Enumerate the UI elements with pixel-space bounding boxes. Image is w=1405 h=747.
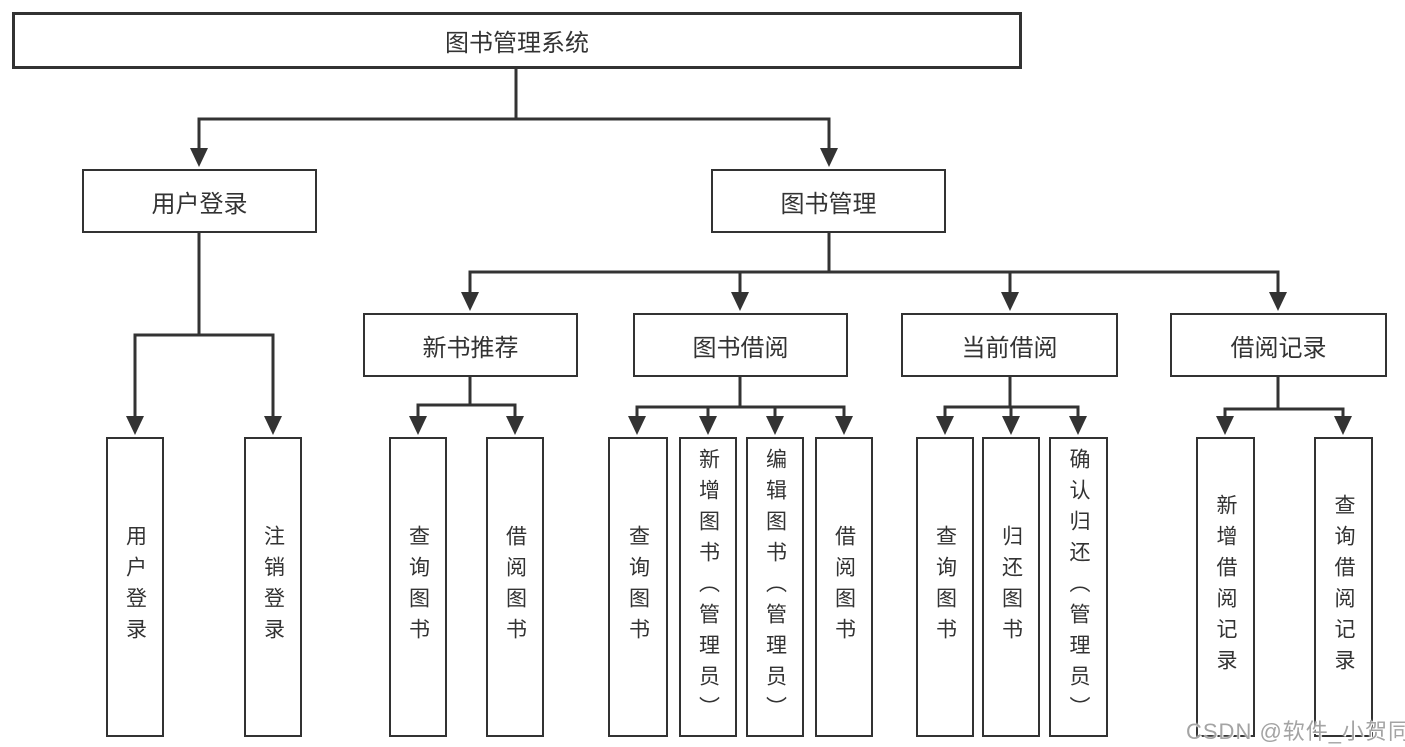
leaf-confirm-return-admin: 确认归还（管理员） <box>1049 437 1108 737</box>
leaf-user-login: 用户登录 <box>106 437 164 737</box>
arrowhead-icon <box>1069 416 1087 435</box>
leaf-logout: 注销登录 <box>244 437 302 737</box>
arrowhead-icon <box>766 416 784 435</box>
arrowhead-icon <box>936 416 954 435</box>
arrowhead-icon <box>409 416 427 435</box>
node-library-management-system: 图书管理系统 <box>12 12 1022 69</box>
arrowhead-icon <box>628 416 646 435</box>
node-book-borrowing: 图书借阅 <box>633 313 848 377</box>
node-user-login: 用户登录 <box>82 169 317 233</box>
arrowhead-icon <box>1002 416 1020 435</box>
leaf-add-borrow-record: 新增借阅记录 <box>1196 437 1255 737</box>
connector-borrow-records-to-leaves <box>1223 375 1345 420</box>
arrowhead-icon <box>1269 292 1287 311</box>
node-book-management: 图书管理 <box>711 169 946 233</box>
arrowhead-icon <box>506 416 524 435</box>
arrowhead-icon <box>820 148 838 167</box>
leaf-return-books: 归还图书 <box>982 437 1040 737</box>
leaf-query-books-current: 查询图书 <box>916 437 974 737</box>
connector-book-borrow-to-leaves <box>635 375 846 420</box>
connector-current-borrow-to-leaves <box>943 375 1080 420</box>
node-borrowing-records: 借阅记录 <box>1170 313 1387 377</box>
leaf-edit-books-admin: 编辑图书（管理员） <box>746 437 804 737</box>
arrowhead-icon <box>126 416 144 435</box>
connector-new-book-to-leaves <box>416 375 517 420</box>
arrowhead-icon <box>835 416 853 435</box>
node-new-book-recommendation: 新书推荐 <box>363 313 578 377</box>
leaf-add-books-admin: 新增图书（管理员） <box>679 437 737 737</box>
arrowhead-icon <box>264 416 282 435</box>
arrowhead-icon <box>699 416 717 435</box>
arrowhead-icon <box>731 292 749 311</box>
arrowhead-icon <box>461 292 479 311</box>
leaf-borrow-books-recommend: 借阅图书 <box>486 437 544 737</box>
node-current-borrowing: 当前借阅 <box>901 313 1118 377</box>
arrowhead-icon <box>190 148 208 167</box>
leaf-query-books-recommend: 查询图书 <box>389 437 447 737</box>
leaf-query-books-borrow: 查询图书 <box>608 437 668 737</box>
leaf-query-borrow-record: 查询借阅记录 <box>1314 437 1373 737</box>
leaf-borrow-books: 借阅图书 <box>815 437 873 737</box>
arrowheads <box>126 148 1352 435</box>
arrowhead-icon <box>1334 416 1352 435</box>
connector-book-mgmt-to-level2 <box>468 231 1280 296</box>
csdn-watermark: CSDN @软件_小贺同学 <box>1186 719 1405 744</box>
connector-user-login-to-leaves <box>133 231 275 420</box>
arrowhead-icon <box>1001 292 1019 311</box>
connector-root-to-level1 <box>197 67 831 152</box>
arrowhead-icon <box>1216 416 1234 435</box>
